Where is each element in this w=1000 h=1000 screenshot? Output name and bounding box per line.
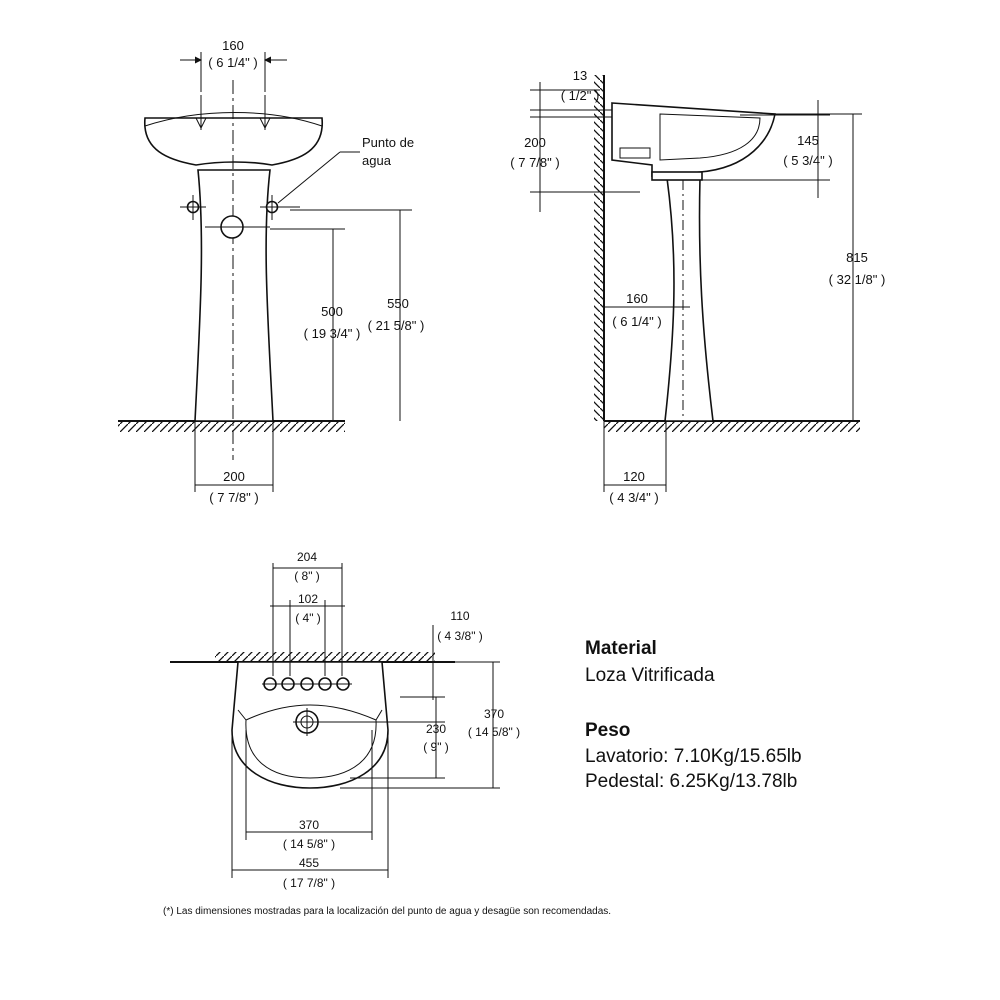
dim-145-mm: 145 bbox=[797, 133, 819, 148]
dim-160s-mm: 160 bbox=[626, 291, 648, 306]
basin-front bbox=[144, 117, 323, 166]
dim-160-in: ( 6 1/4" ) bbox=[208, 55, 257, 70]
dim-230-mm: 230 bbox=[426, 722, 446, 736]
footnote: (*) Las dimensiones mostradas para la lo… bbox=[163, 906, 612, 917]
front-view: 160 ( 6 1/4" ) Punto de agua 550 ( 21 5/… bbox=[118, 38, 424, 505]
basin-rim-front bbox=[144, 112, 323, 127]
water-point-label-1: Punto de bbox=[362, 135, 414, 150]
dim-160-mm: 160 bbox=[222, 38, 244, 53]
faucet-arrow-left bbox=[195, 117, 207, 130]
dim-120-mm: 120 bbox=[623, 469, 645, 484]
material-title: Material bbox=[585, 638, 657, 659]
top-view: 204 ( 8" ) 102 ( 4" ) 110 ( 4 3/8" ) 230… bbox=[170, 550, 520, 890]
weight-title: Peso bbox=[585, 720, 631, 741]
dim-455-mm: 455 bbox=[299, 856, 319, 870]
side-view: 13 ( 1/2" ) 200 ( 7 7/8" ) 145 ( 5 3/4" … bbox=[510, 68, 885, 505]
dim-550-in: ( 21 5/8" ) bbox=[368, 318, 425, 333]
basin-side bbox=[611, 102, 776, 177]
dim-550-mm: 550 bbox=[387, 296, 409, 311]
pedestal-front bbox=[194, 169, 274, 422]
material-value: Loza Vitrificada bbox=[585, 665, 715, 686]
dim-204-mm: 204 bbox=[297, 550, 317, 564]
dim-160s-in: ( 6 1/4" ) bbox=[612, 314, 661, 329]
dim-120-in: ( 4 3/4" ) bbox=[609, 490, 658, 505]
rim-corners-top bbox=[237, 709, 383, 721]
dim-102-in: ( 4" ) bbox=[295, 611, 321, 625]
dim-110-in: ( 4 3/8" ) bbox=[437, 629, 483, 643]
dim-200-in: ( 7 7/8" ) bbox=[209, 490, 258, 505]
pedestal-side bbox=[664, 177, 714, 422]
weight-pedestal: Pedestal: 6.25Kg/13.78lb bbox=[585, 771, 798, 792]
dim-145-in: ( 5 3/4" ) bbox=[783, 153, 832, 168]
dim-815-in: ( 32 1/8" ) bbox=[829, 272, 886, 287]
dim-200s-mm: 200 bbox=[524, 135, 546, 150]
faucet-arrow-right bbox=[259, 117, 271, 130]
dim-13-in: ( 1/2" ) bbox=[561, 88, 600, 103]
dim-370w-in: ( 14 5/8" ) bbox=[283, 837, 335, 851]
leader-water-point bbox=[277, 151, 341, 204]
overflow-side bbox=[619, 147, 651, 159]
dim-500-in: ( 19 3/4" ) bbox=[304, 326, 361, 341]
bowl-outline-top bbox=[245, 704, 377, 779]
floor-hatch-side bbox=[604, 422, 860, 432]
dim-102-mm: 102 bbox=[298, 592, 318, 606]
basin-inner-side bbox=[659, 113, 761, 161]
dim-455-in: ( 17 7/8" ) bbox=[283, 876, 335, 890]
wall-hatch bbox=[594, 75, 604, 421]
floor-hatch-front bbox=[118, 422, 345, 432]
dim-204-in: ( 8" ) bbox=[294, 569, 320, 583]
weight-basin: Lavatorio: 7.10Kg/15.65lb bbox=[585, 746, 802, 767]
dim-110-mm: 110 bbox=[450, 609, 469, 623]
dim-230-in: ( 9" ) bbox=[423, 740, 449, 754]
dim-370d-in: ( 14 5/8" ) bbox=[468, 725, 520, 739]
dim-370w-mm: 370 bbox=[299, 818, 319, 832]
basin-foot-side bbox=[651, 171, 703, 181]
water-point-label-2: agua bbox=[362, 153, 392, 168]
dim-370d-mm: 370 bbox=[484, 707, 504, 721]
dim-13-mm: 13 bbox=[573, 68, 587, 83]
dim-200s-in: ( 7 7/8" ) bbox=[510, 155, 559, 170]
dim-500-mm: 500 bbox=[321, 304, 343, 319]
dim-815-mm: 815 bbox=[846, 250, 868, 265]
dim-200-mm: 200 bbox=[223, 469, 245, 484]
